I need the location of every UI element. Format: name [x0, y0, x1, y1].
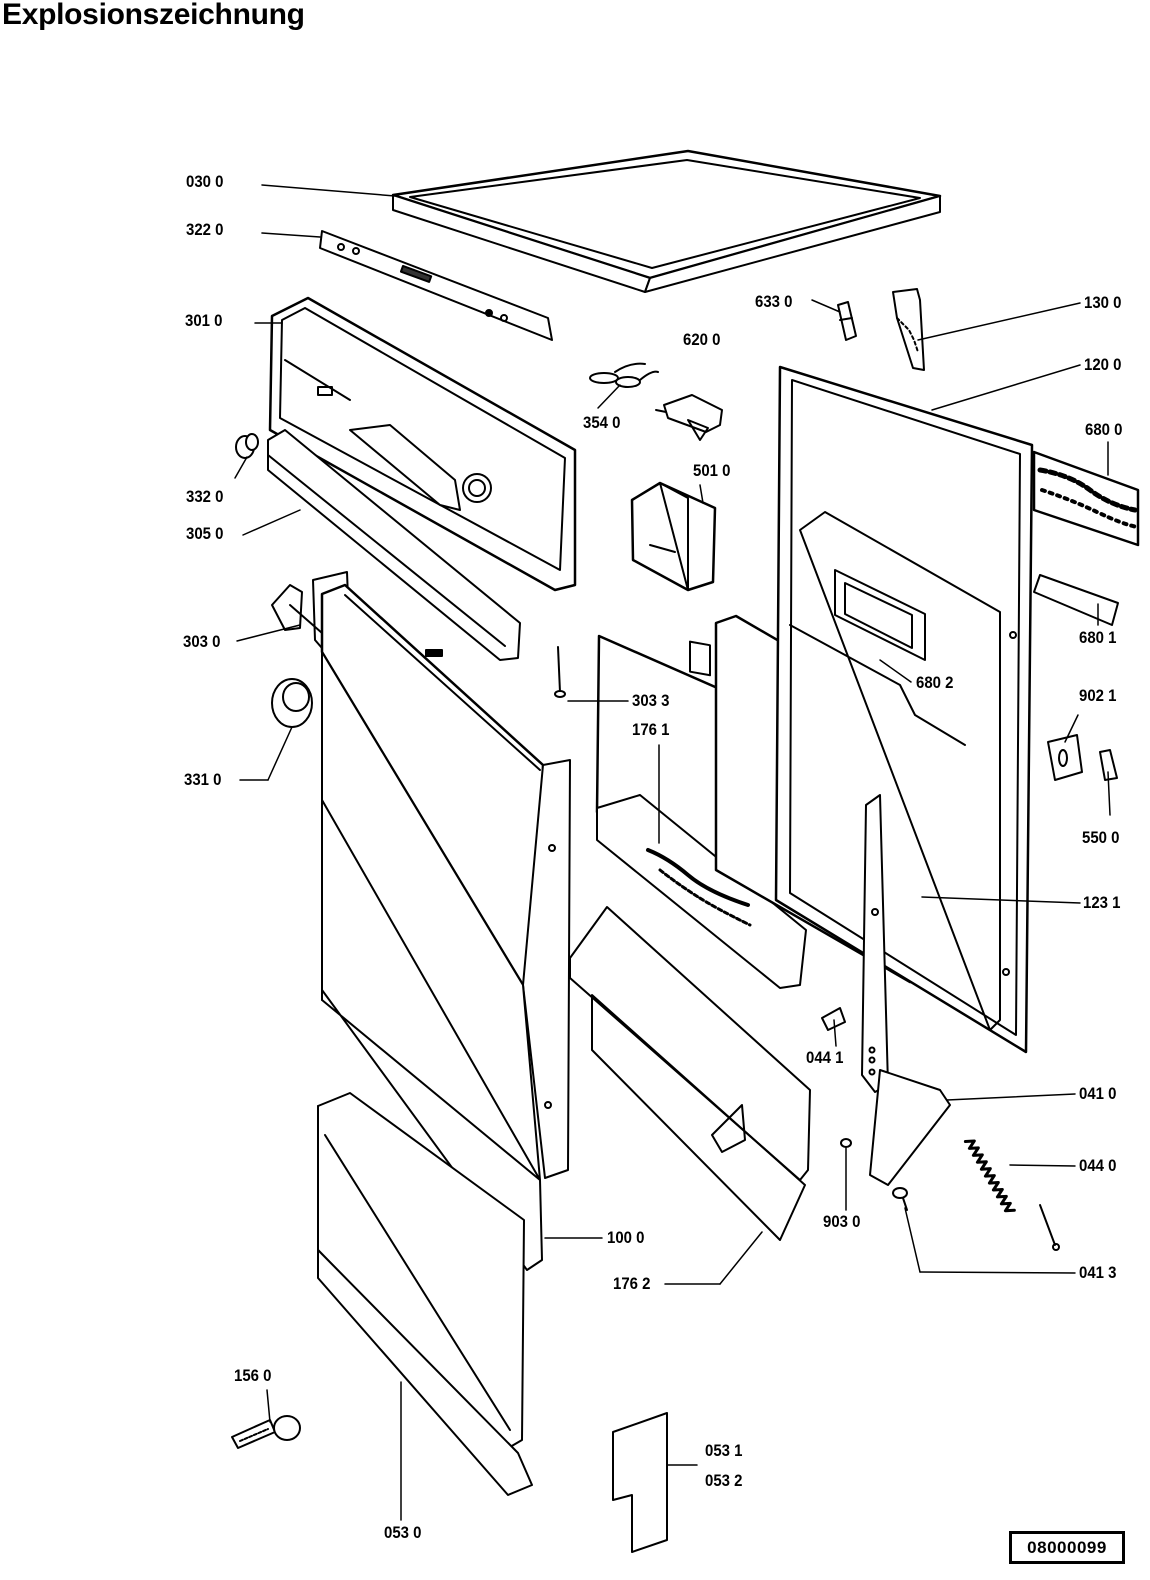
part-0413-pin: [892, 1187, 908, 1211]
label-3010: 301 0: [185, 311, 223, 330]
label-6801: 680 1: [1079, 628, 1117, 647]
part-3010-fascia: [268, 296, 577, 592]
part-1000-door-panel: [320, 583, 571, 1271]
part-3220-panel-strip: [319, 230, 553, 341]
part-0530-kick-plate: [317, 1092, 533, 1496]
document-number-box: 08000099: [1009, 1531, 1125, 1564]
part-6330-clip: [837, 301, 857, 341]
label-6802: 680 2: [916, 673, 954, 692]
label-0410: 041 0: [1079, 1084, 1117, 1103]
part-3310-knob: [271, 678, 313, 728]
label-3310: 331 0: [184, 770, 222, 789]
label-3540: 354 0: [583, 413, 621, 432]
label-0440: 044 0: [1079, 1156, 1117, 1175]
label-1560: 156 0: [234, 1366, 272, 1385]
label-1761: 176 1: [632, 720, 670, 739]
part-9030-screw: [840, 1138, 852, 1148]
label-3220: 322 0: [186, 220, 224, 239]
part-1300-latch-hook: [892, 288, 925, 371]
label-0300: 030 0: [186, 172, 224, 191]
label-1000: 100 0: [607, 1228, 645, 1247]
part-5010-dispenser: [630, 481, 717, 677]
part-0300-worktop: [391, 149, 942, 293]
part-3320-knob: [235, 433, 259, 459]
part-0441-clip: [821, 1007, 846, 1031]
label-6800: 680 0: [1085, 420, 1123, 439]
part-5500-clip: [1099, 749, 1118, 781]
part-6800-electronic-module: [1032, 450, 1140, 547]
part-1560-latch: [231, 1415, 301, 1449]
part-1761-foam-strip: [596, 794, 807, 989]
part-0440-spring: [963, 1139, 1060, 1251]
label-0530: 053 0: [384, 1523, 422, 1542]
label-5010: 501 0: [693, 461, 731, 480]
part-0531-plate: [612, 1412, 668, 1553]
label-5500: 550 0: [1082, 828, 1120, 847]
part-1231-hinge-arm: [861, 794, 951, 1186]
part-3050-trim-strip: [267, 429, 521, 661]
part-3033-pin: [554, 646, 566, 698]
label-0532: 053 2: [705, 1471, 743, 1490]
label-6200: 620 0: [683, 330, 721, 349]
label-3320: 332 0: [186, 487, 224, 506]
label-9030: 903 0: [823, 1212, 861, 1231]
part-6801-cover: [1033, 574, 1119, 626]
label-1300: 130 0: [1084, 293, 1122, 312]
label-0441: 044 1: [806, 1048, 844, 1067]
label-3050: 305 0: [186, 524, 224, 543]
label-3033: 303 3: [632, 691, 670, 710]
label-1231: 123 1: [1083, 893, 1121, 912]
label-0413: 041 3: [1079, 1263, 1117, 1282]
label-6330: 633 0: [755, 292, 793, 311]
part-6200-relay: [655, 394, 723, 441]
document-number: 08000099: [1027, 1537, 1107, 1557]
label-3030: 303 0: [183, 632, 221, 651]
part-3540-sensor: [589, 362, 659, 388]
page-title: Explosionszeichnung: [2, 0, 305, 31]
label-9021: 902 1: [1079, 686, 1117, 705]
label-1200: 120 0: [1084, 355, 1122, 374]
label-1762: 176 2: [613, 1274, 651, 1293]
part-1200-inner-door: [774, 365, 1034, 1054]
part-1762-lower-insulation: [569, 906, 811, 1241]
label-0531: 053 1: [705, 1441, 743, 1460]
leader-lines: [234, 184, 1111, 1521]
